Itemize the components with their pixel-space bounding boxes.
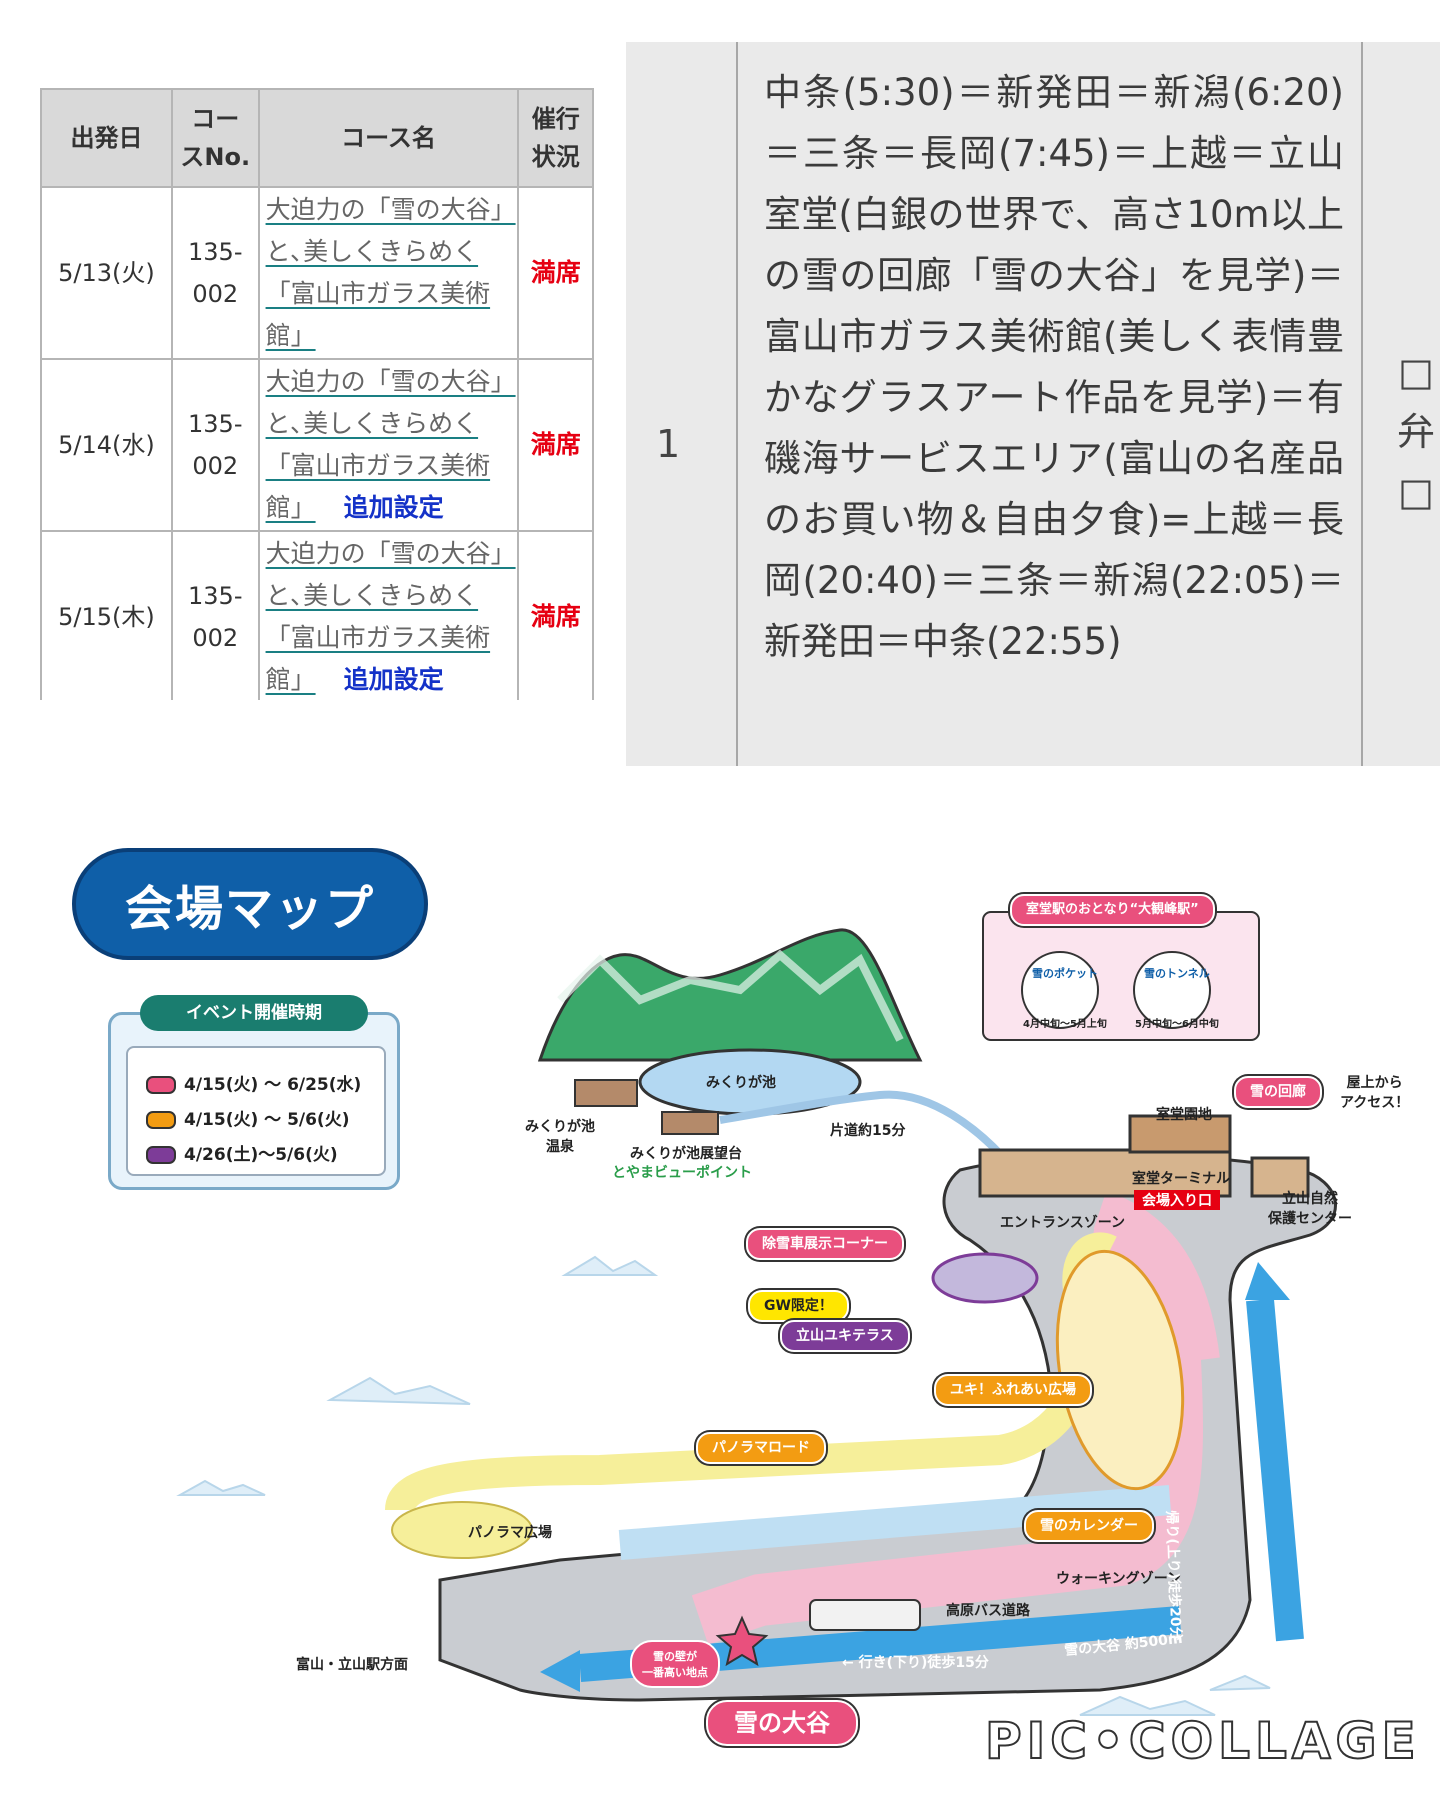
legend-box: 4/15(火) ～ 6/25(水) 4/15(火) ～ 5/6(火) 4/26(…	[126, 1046, 386, 1176]
additional-setting-label: 追加設定	[343, 493, 444, 522]
snow-corridor-tag: 雪の回廊	[1234, 1076, 1322, 1108]
going-route-label: ← 行き(下り)徒歩15分	[842, 1655, 989, 1671]
table-row: 5/15(木) 135-002 大迫力の「雪の大谷」と､美しくきらめく「富山市ガ…	[40, 530, 594, 704]
header-course-no: コースNo.	[170, 88, 260, 188]
snow-calendar-tag: 雪のカレンダー	[1024, 1510, 1154, 1542]
nature-center-label: 立山自然保護センター	[1268, 1191, 1352, 1227]
itinerary-text: 中条(5:30)＝新発田＝新潟(6:20)＝三条＝長岡(7:45)＝上越＝立山室…	[764, 71, 1344, 663]
meal-column: □ 弁 □	[1386, 342, 1440, 522]
watermark: PIC•COLLAGE	[984, 1711, 1421, 1771]
yuki-terrace-tag: 立山ユキテラス	[780, 1320, 910, 1352]
course-link[interactable]: 大迫力の「雪の大谷」と､美しくきらめく「富山市ガラス美術館」	[265, 195, 516, 350]
legend-swatch	[146, 1146, 176, 1164]
one-way-label: 片道約15分	[830, 1123, 906, 1139]
venue-entrance-label: 会場入り口	[1134, 1190, 1220, 1210]
panorama-plaza-label: パノラマ広場	[468, 1525, 552, 1541]
meal-checkbox: □	[1398, 350, 1434, 394]
course-name-cell: 大迫力の「雪の大谷」と､美しくきらめく「富山市ガラス美術館」追加設定	[257, 358, 520, 532]
date-cell: 5/13(火)	[40, 186, 173, 360]
header-date: 出発日	[40, 88, 173, 188]
snow-otani-tag: 雪の大谷	[706, 1700, 858, 1746]
course-no-cell: 135-002	[170, 530, 260, 704]
header-course-name: コース名	[257, 88, 520, 188]
viewpoint-label: とやまビューポイント	[612, 1165, 752, 1181]
pond-label: みくりが池	[706, 1075, 776, 1091]
snow-pocket-period: 4月中旬～5月上旬	[1023, 1019, 1107, 1030]
meal-checkbox: □	[1398, 470, 1434, 514]
meal-label: 弁	[1396, 410, 1435, 454]
snowplow-corner-tag: 除雪車展示コーナー	[746, 1228, 904, 1260]
snow-plaza-tag: ユキ！ふれあい広場	[934, 1374, 1092, 1406]
course-name-cell: 大迫力の「雪の大谷」と､美しくきらめく「富山市ガラス美術館」追加設定	[257, 530, 520, 704]
course-link[interactable]: 大迫力の「雪の大谷」と､美しくきらめく「富山市ガラス美術館」	[265, 367, 516, 522]
snow-tunnel-label: 雪のトンネル	[1144, 967, 1210, 980]
legend-item: 4/26(土)～5/6(火)	[146, 1140, 338, 1165]
toyama-direction-label: 富山・立山駅方面	[296, 1657, 408, 1673]
entrance-zone-label: エントランスゾーン	[1000, 1215, 1126, 1231]
walking-zone-label: ウォーキングゾーン	[1056, 1571, 1182, 1587]
course-link[interactable]: 大迫力の「雪の大谷」と､美しくきらめく「富山市ガラス美術館」	[265, 539, 516, 694]
legend-item: 4/15(火) ～ 6/25(水)	[146, 1070, 361, 1095]
course-name-cell: 大迫力の「雪の大谷」と､美しくきらめく「富山市ガラス美術館」	[257, 186, 520, 360]
legend-title: イベント開催時期	[140, 995, 368, 1031]
day-number: 1	[656, 422, 681, 466]
rooftop-label: 屋上からアクセス！	[1340, 1075, 1410, 1111]
panorama-road-tag: パノラマロード	[696, 1432, 826, 1464]
column-divider	[1361, 42, 1363, 766]
observatory-label: みくりが池展望台	[630, 1146, 742, 1162]
snow-tunnel-period: 5月中旬～6月中旬	[1135, 1019, 1219, 1030]
course-no-cell: 135-002	[170, 186, 260, 360]
course-no-cell: 135-002	[170, 358, 260, 532]
legend-item: 4/15(火) ～ 5/6(火)	[146, 1105, 349, 1130]
header-status: 催行状況	[517, 88, 594, 188]
table-crop-edge	[40, 700, 600, 724]
snow-pocket-label: 雪のポケット	[1032, 967, 1098, 980]
map-title: 会場マップ	[72, 848, 428, 960]
additional-setting-label: 追加設定	[343, 665, 444, 694]
murodo-park-label: 室堂園地	[1156, 1107, 1212, 1123]
table-header-row: 出発日 コースNo. コース名 催行状況	[40, 88, 594, 188]
terminal-label: 室堂ターミナル	[1132, 1171, 1230, 1187]
itinerary-panel: 1 中条(5:30)＝新発田＝新潟(6:20)＝三条＝長岡(7:45)＝上越＝立…	[626, 42, 1440, 766]
onsen-label: みくりが池温泉	[525, 1119, 595, 1155]
tour-schedule-table: 出発日 コースNo. コース名 催行状況 5/13(火) 135-002 大迫力…	[40, 88, 594, 704]
bus-road-label: 高原バス道路	[946, 1603, 1030, 1619]
date-cell: 5/15(木)	[40, 530, 173, 704]
neighbor-station-tag: 室堂駅のおとなり“大観峰駅”	[1010, 894, 1215, 926]
gw-limited-tag: GW限定！	[748, 1290, 849, 1322]
status-badge: 満席	[517, 530, 594, 704]
column-divider	[736, 42, 738, 766]
status-badge: 満席	[517, 186, 594, 360]
legend-swatch	[146, 1076, 176, 1094]
table-row: 5/14(水) 135-002 大迫力の「雪の大谷」と､美しくきらめく「富山市ガ…	[40, 358, 594, 532]
table-row: 5/13(火) 135-002 大迫力の「雪の大谷」と､美しくきらめく「富山市ガ…	[40, 186, 594, 360]
highest-wall-badge: 雪の壁が一番高い地点	[630, 1640, 720, 1688]
date-cell: 5/14(水)	[40, 358, 173, 532]
legend-swatch	[146, 1111, 176, 1129]
status-badge: 満席	[517, 358, 594, 532]
